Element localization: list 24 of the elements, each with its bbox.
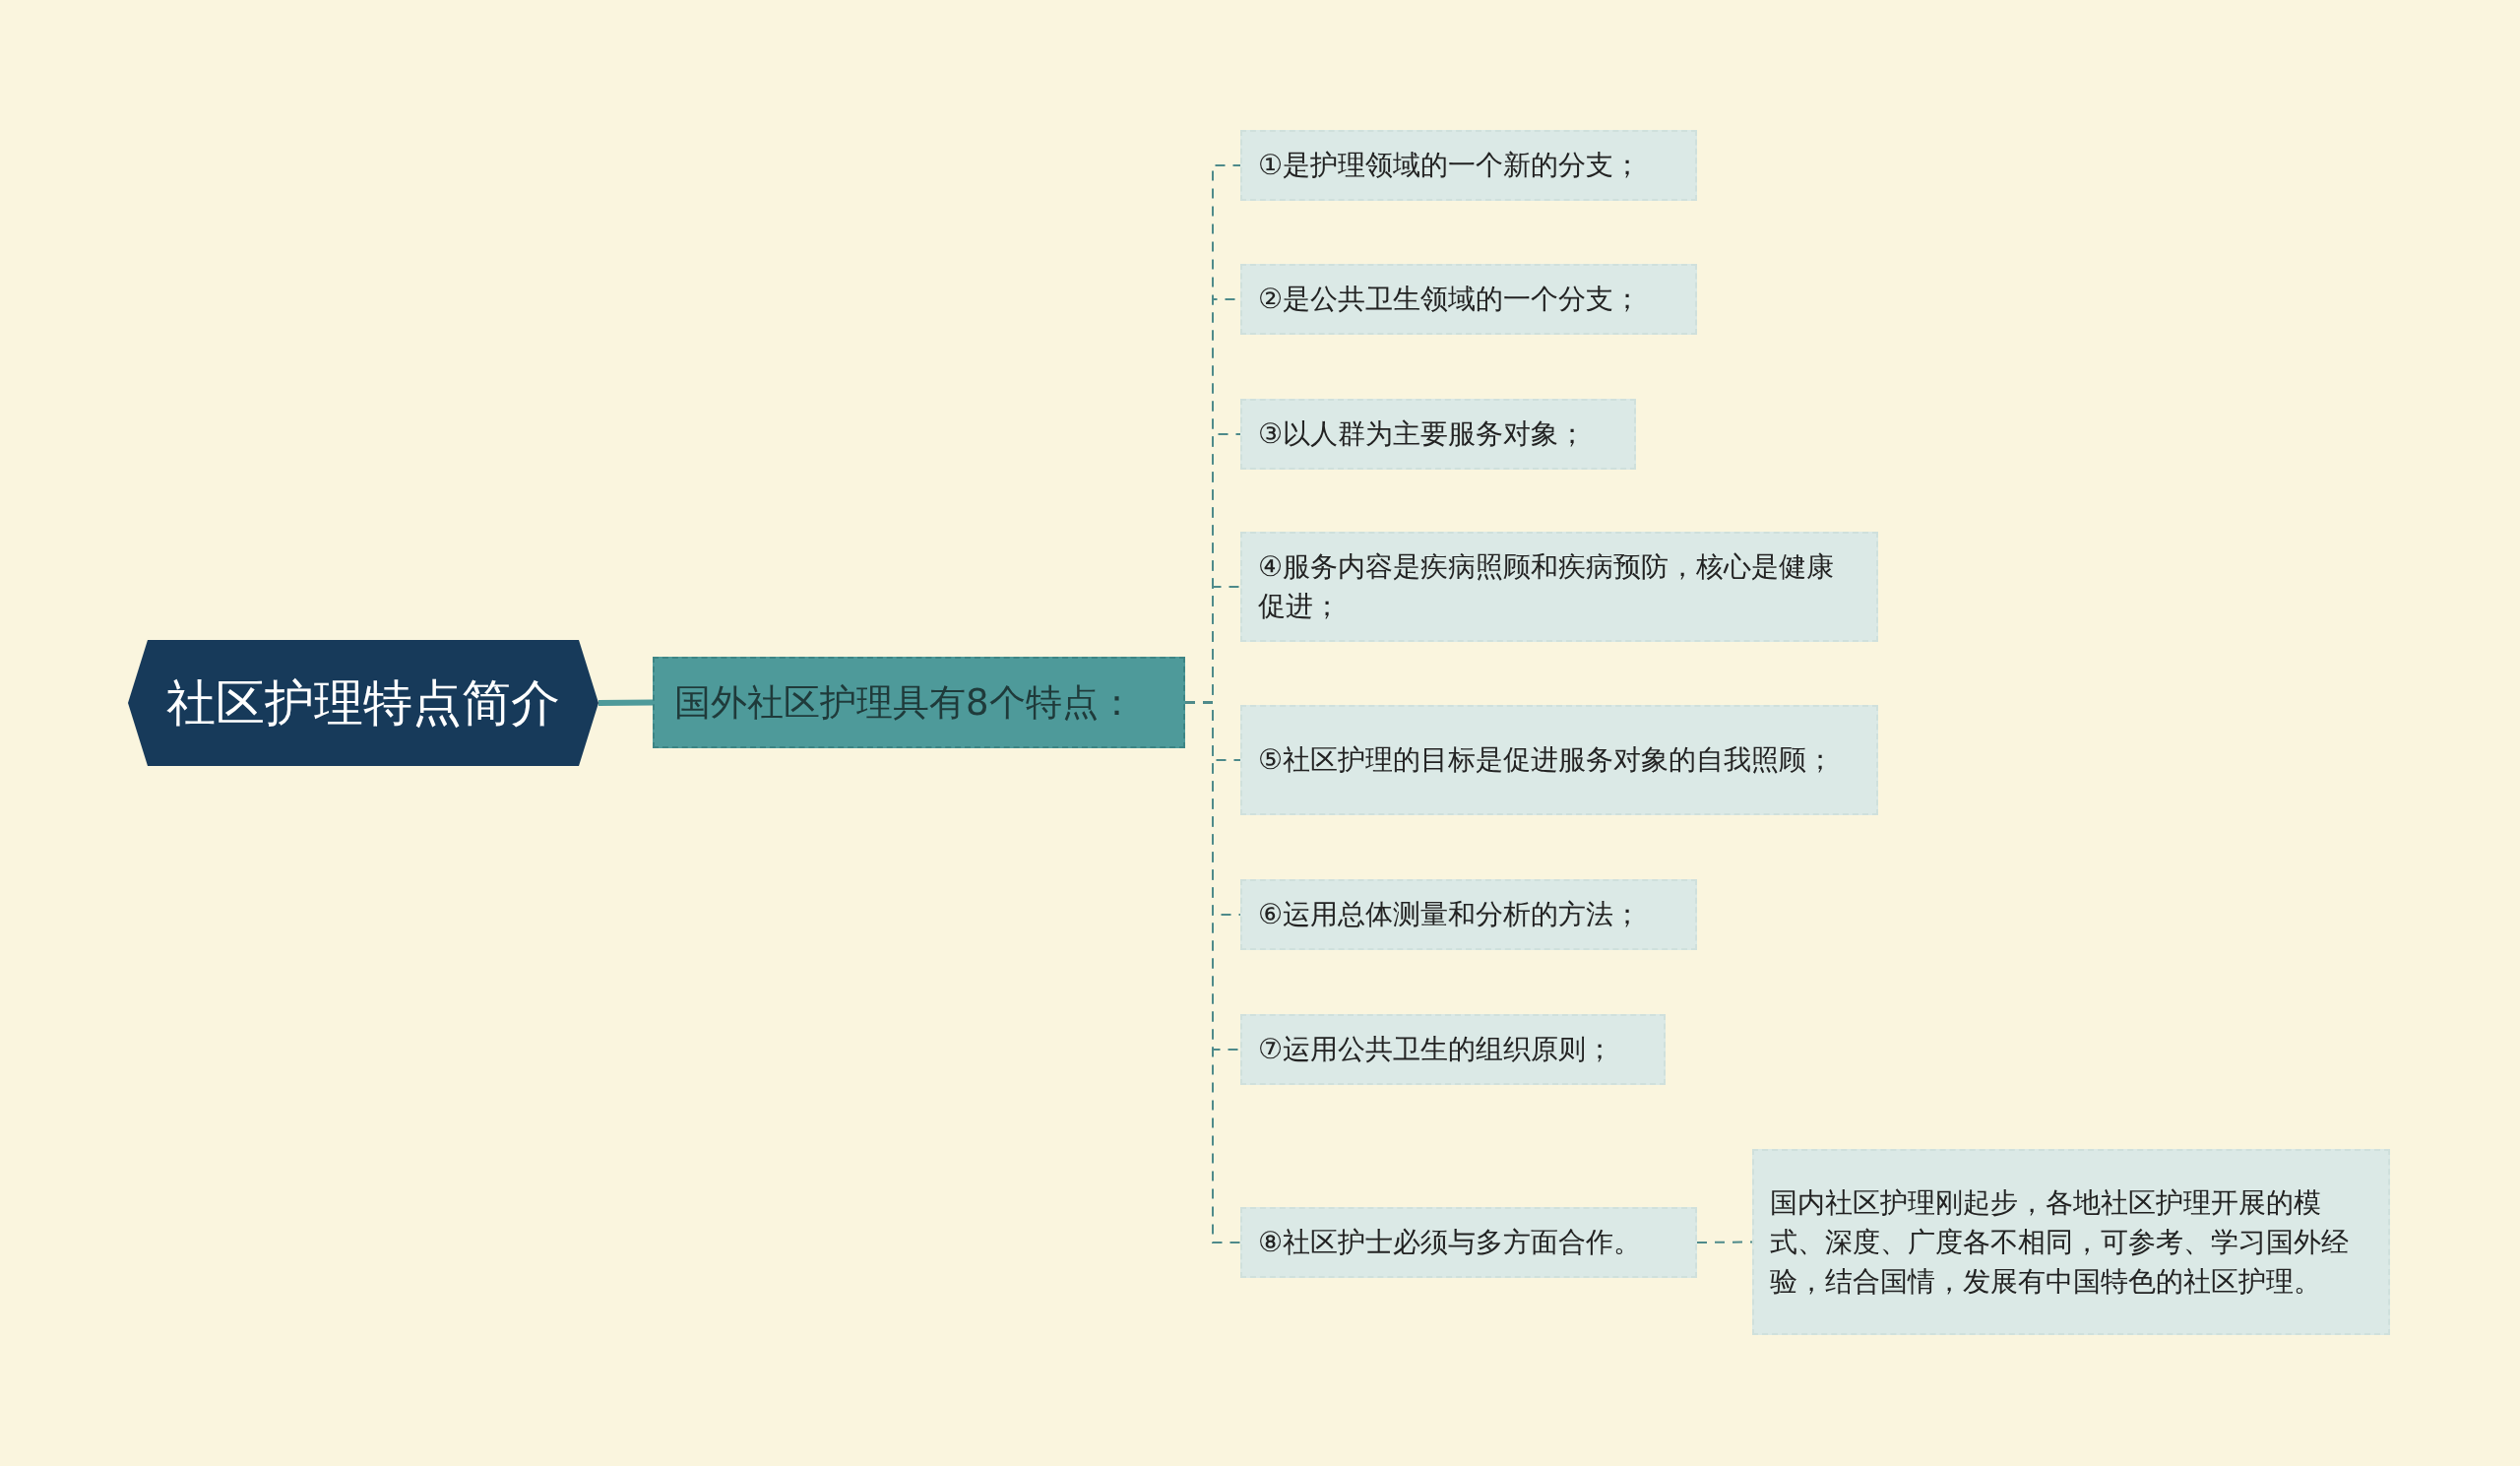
node-text: ⑧社区护士必须与多方面合作。 [1258,1225,1642,1260]
node-text: ⑤社区护理的目标是促进服务对象的自我照顾； [1258,742,1835,778]
note-box [1240,399,1636,470]
topic-box [653,657,1185,748]
node-text: ①是护理领域的一个新的分支； [1258,148,1642,183]
node-text: ⑦运用公共卫生的组织原则； [1258,1032,1614,1067]
note-box [1240,264,1697,335]
node-text: ②是公共卫生领域的一个分支； [1258,282,1642,317]
node-text: 国内社区护理刚起步，各地社区护理开展的模式、深度、广度各不相同，可参考、学习国外经验，结合国情，发展有中国特色的社区护理。 [1770,1184,2350,1300]
note-box [1240,879,1697,950]
hexagon-node [128,640,598,766]
note-box [1240,1014,1666,1085]
note-box [1240,1207,1697,1278]
note-box [1240,130,1697,201]
node-text: 国外社区护理具有8个特点： [674,679,1135,726]
node-text: ③以人群为主要服务对象； [1258,416,1587,452]
node-text: ⑥运用总体测量和分析的方法； [1258,897,1642,932]
connector [598,699,654,706]
note-box [1240,705,1878,815]
connector [1696,1241,1753,1243]
note-box [1752,1149,2390,1335]
node-text: 社区护理特点简介 [166,672,560,733]
node-text: ④服务内容是疾病照顾和疾病预防，核心是健康促进； [1258,549,1836,624]
note-box [1240,532,1878,642]
